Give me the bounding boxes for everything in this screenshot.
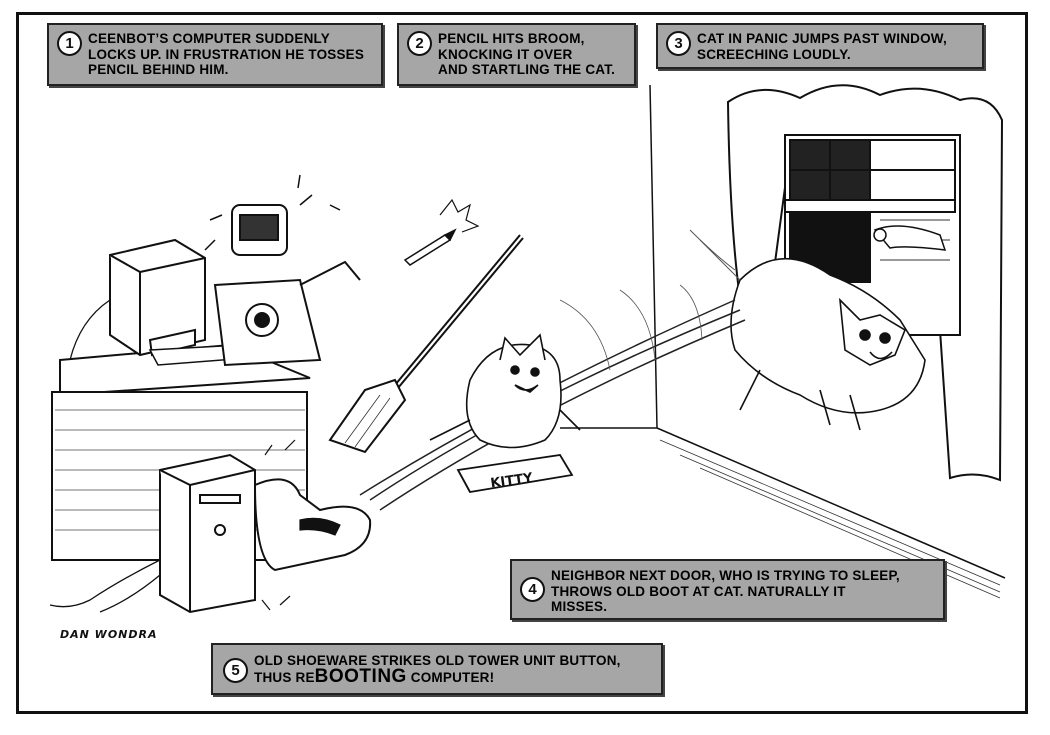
impact-marks: [261, 439, 296, 611]
caption-1: 1 CEENBOT’S COMPUTER SUDDENLY LOCKS UP. …: [47, 23, 383, 86]
caption-2-line: PENCIL HITS BROOM,: [438, 31, 585, 46]
frustration-marks: [204, 174, 341, 251]
impact-burst: [439, 198, 480, 233]
caption-1-line: PENCIL BEHIND HIM.: [88, 62, 229, 77]
caption-4-line: MISSES.: [551, 599, 608, 614]
caption-2-number: 2: [407, 31, 432, 56]
caption-3-line: SCREECHING LOUDLY.: [697, 46, 851, 62]
crt-monitor: [109, 238, 206, 357]
room-walls: [560, 84, 1006, 579]
caption-2: 2 PENCIL HITS BROOM, KNOCKING IT OVER AN…: [397, 23, 636, 86]
caption-5-line-2: THUS REBOOTING COMPUTER!: [254, 665, 621, 687]
caption-1-line: LOCKS UP. IN FRUSTRATION HE TOSSES: [88, 46, 365, 62]
caption-3: 3 CAT IN PANIC JUMPS PAST WINDOW, SCREEC…: [656, 23, 984, 69]
caption-5-suffix: COMPUTER!: [406, 669, 495, 685]
caption-4-number: 4: [520, 577, 545, 602]
ceenbot-robot: [213, 204, 361, 367]
caption-3-number: 3: [666, 31, 691, 56]
caption-5: 5 OLD SHOEWARE STRIKES OLD TOWER UNIT BU…: [211, 643, 663, 695]
caption-4-line: THROWS OLD BOOT AT CAT. NATURALLY IT: [551, 583, 846, 599]
leaping-cat: [689, 229, 926, 431]
neighbor-arm: [873, 225, 947, 251]
caption-2-line: AND STARTLING THE CAT.: [438, 62, 616, 77]
caption-5-line-1: OLD SHOEWARE STRIKES OLD TOWER UNIT BUTT…: [254, 653, 621, 668]
caption-5-number: 5: [223, 658, 248, 683]
caption-1-number: 1: [57, 31, 82, 56]
tower-pc: [159, 453, 256, 614]
pencil: [403, 228, 457, 266]
kitty-box-label: KITTY: [490, 471, 535, 492]
caption-2-line: KNOCKING IT OVER: [438, 46, 573, 62]
caption-1-line: CEENBOT’S COMPUTER SUDDENLY: [88, 31, 330, 46]
falling-broom: [328, 234, 524, 454]
caption-5-prefix: THUS RE: [254, 669, 315, 685]
artist-signature: DAN WONDRA: [60, 628, 158, 641]
caption-4: 4 NEIGHBOR NEXT DOOR, WHO IS TRYING TO S…: [510, 559, 945, 620]
caption-4-line: NEIGHBOR NEXT DOOR, WHO IS TRYING TO SLE…: [551, 568, 900, 583]
old-boot: [253, 478, 372, 572]
kitty-box: [456, 454, 574, 493]
startled-cat: [429, 333, 581, 449]
caption-5-emphasis: BOOTING: [314, 665, 407, 687]
caption-3-line: CAT IN PANIC JUMPS PAST WINDOW,: [697, 31, 947, 46]
cables: [49, 299, 161, 613]
